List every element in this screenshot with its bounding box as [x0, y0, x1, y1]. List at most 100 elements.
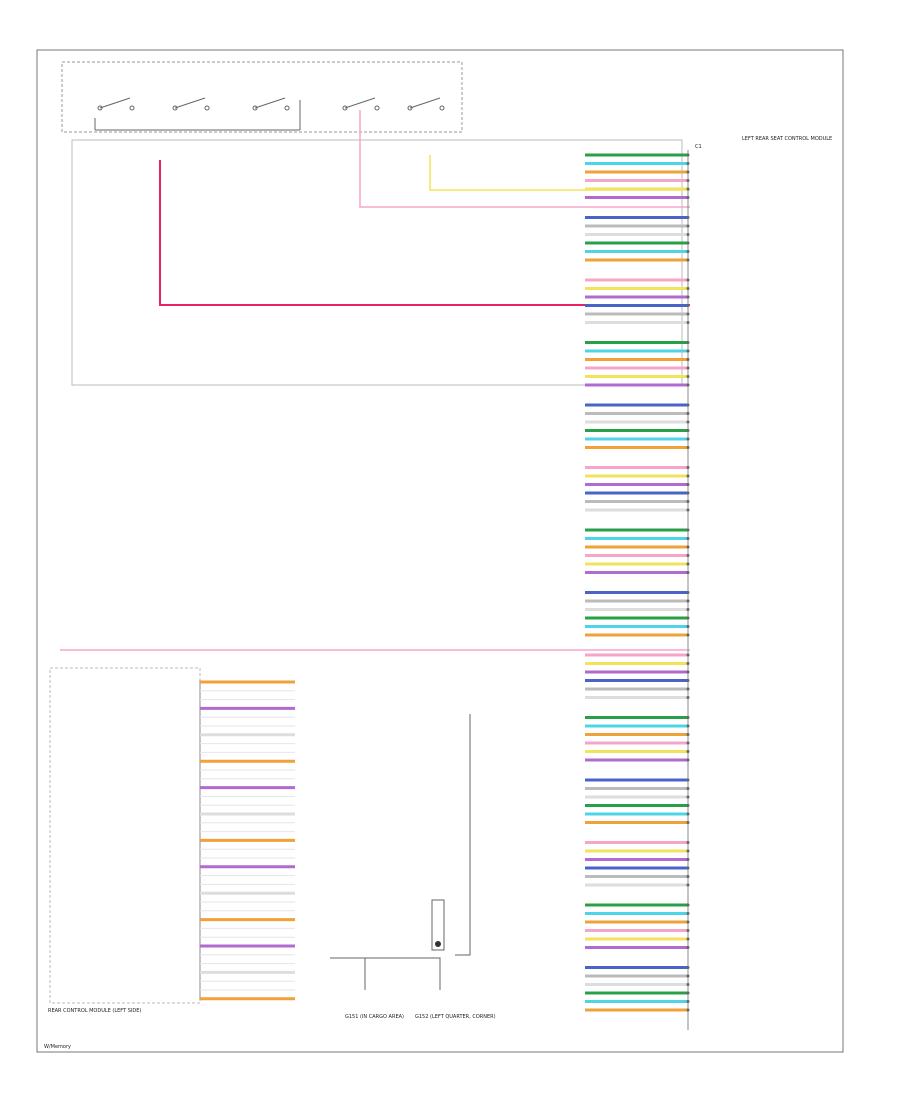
pin-dot	[686, 687, 690, 691]
pin-dot	[686, 304, 690, 307]
pin-dot	[686, 787, 690, 790]
top-right-label: LEFT REAR SEAT CONTROL MODULE	[742, 136, 832, 142]
pin-dot	[686, 912, 690, 915]
seat-switch-assembly	[61, 61, 463, 133]
pin-dot	[686, 858, 690, 861]
pin-dot	[686, 966, 690, 969]
pin-dot	[686, 241, 690, 245]
pin-dot	[686, 679, 690, 682]
pin-dot	[686, 224, 690, 228]
pin-dot	[686, 983, 690, 986]
pin-dot	[686, 358, 690, 361]
pin-dot	[686, 733, 690, 736]
rear-control-module-outline	[49, 667, 201, 1004]
pin-dot	[686, 758, 690, 762]
module-outline	[71, 139, 683, 386]
pin-dot	[686, 812, 690, 816]
pin-dot	[686, 491, 690, 495]
pin-dot	[686, 474, 690, 478]
pin-dot	[686, 1000, 690, 1003]
pin-dot	[686, 841, 690, 844]
pin-dot	[686, 616, 690, 620]
pin-dot	[686, 170, 690, 174]
pin-dot	[686, 937, 690, 941]
pin-dot	[686, 670, 690, 674]
pin-dot	[686, 466, 690, 469]
bottom-connector-1: G151 (IN CARGO AREA)	[345, 1014, 404, 1020]
switch-contacts	[94, 97, 445, 131]
pin-dot	[686, 883, 690, 887]
pin-dot	[686, 250, 690, 253]
pin-dot	[686, 778, 690, 782]
pin-dot	[686, 545, 690, 549]
pin-dot	[686, 920, 690, 924]
pin-dot	[686, 295, 690, 299]
pin-dot	[686, 278, 690, 282]
pin-dot	[686, 187, 690, 191]
ground-connector-box	[431, 899, 445, 951]
pin-dot	[686, 724, 690, 728]
pin-dot	[686, 591, 690, 594]
pin-dot	[686, 500, 690, 503]
pin-dot	[686, 991, 690, 995]
pin-dot	[686, 1008, 690, 1012]
pin-dot	[686, 233, 690, 236]
pin-dot	[686, 804, 690, 807]
pin-dot	[686, 258, 690, 262]
right-wire-group	[585, 153, 690, 1012]
connector-label: C1	[695, 144, 702, 150]
pin-dot	[686, 162, 690, 165]
pin-dot	[686, 179, 690, 182]
pin-dot	[686, 562, 690, 566]
pin-dot	[686, 483, 690, 486]
pin-dot	[686, 420, 690, 424]
pin-dot	[686, 599, 690, 603]
pin-dot	[686, 795, 690, 799]
pin-dot	[686, 287, 690, 290]
diagram-border	[36, 49, 844, 1053]
pin-dot	[686, 375, 690, 378]
pin-dot	[686, 741, 690, 745]
pin-dot	[686, 571, 690, 574]
pin-dot	[686, 508, 690, 512]
pin-dot	[686, 750, 690, 753]
pin-dot	[686, 437, 690, 441]
pin-dot	[686, 412, 690, 415]
pin-dot	[686, 429, 690, 432]
pin-dot	[686, 716, 690, 719]
pin-dot	[686, 974, 690, 978]
ground-bus	[455, 714, 471, 956]
pin-dot	[686, 653, 690, 657]
pin-dot	[686, 662, 690, 665]
pin-dot	[686, 625, 690, 628]
pin-dot	[686, 875, 690, 878]
pin-dot	[686, 528, 690, 532]
pin-dot	[686, 321, 690, 324]
pin-dot	[686, 366, 690, 370]
pin-dot	[686, 403, 690, 407]
pin-dot	[686, 929, 690, 932]
pin-dot	[686, 633, 690, 637]
pin-dot	[686, 349, 690, 353]
pin-dot	[686, 849, 690, 853]
pin-dot	[686, 946, 690, 949]
pin-dot	[686, 446, 690, 449]
ground-point	[435, 941, 441, 947]
pin-dot	[686, 554, 690, 557]
pin-dot	[686, 153, 690, 157]
ground-bus-2	[330, 957, 441, 990]
footer-code: W/Memory	[44, 1044, 71, 1050]
bottom-connector-2: G152 (LEFT QUARTER, CORNER)	[415, 1014, 496, 1020]
pin-dot	[686, 903, 690, 907]
pin-dot	[686, 821, 690, 824]
wire-pink-1	[359, 110, 690, 208]
bottom-left-label: REAR CONTROL MODULE (LEFT SIDE)	[48, 1008, 141, 1014]
pin-dot	[686, 312, 690, 316]
pin-dot	[686, 696, 690, 699]
pin-dot	[686, 216, 690, 219]
pin-dot	[686, 196, 690, 199]
pin-dot	[686, 383, 690, 387]
pin-dot	[686, 537, 690, 540]
